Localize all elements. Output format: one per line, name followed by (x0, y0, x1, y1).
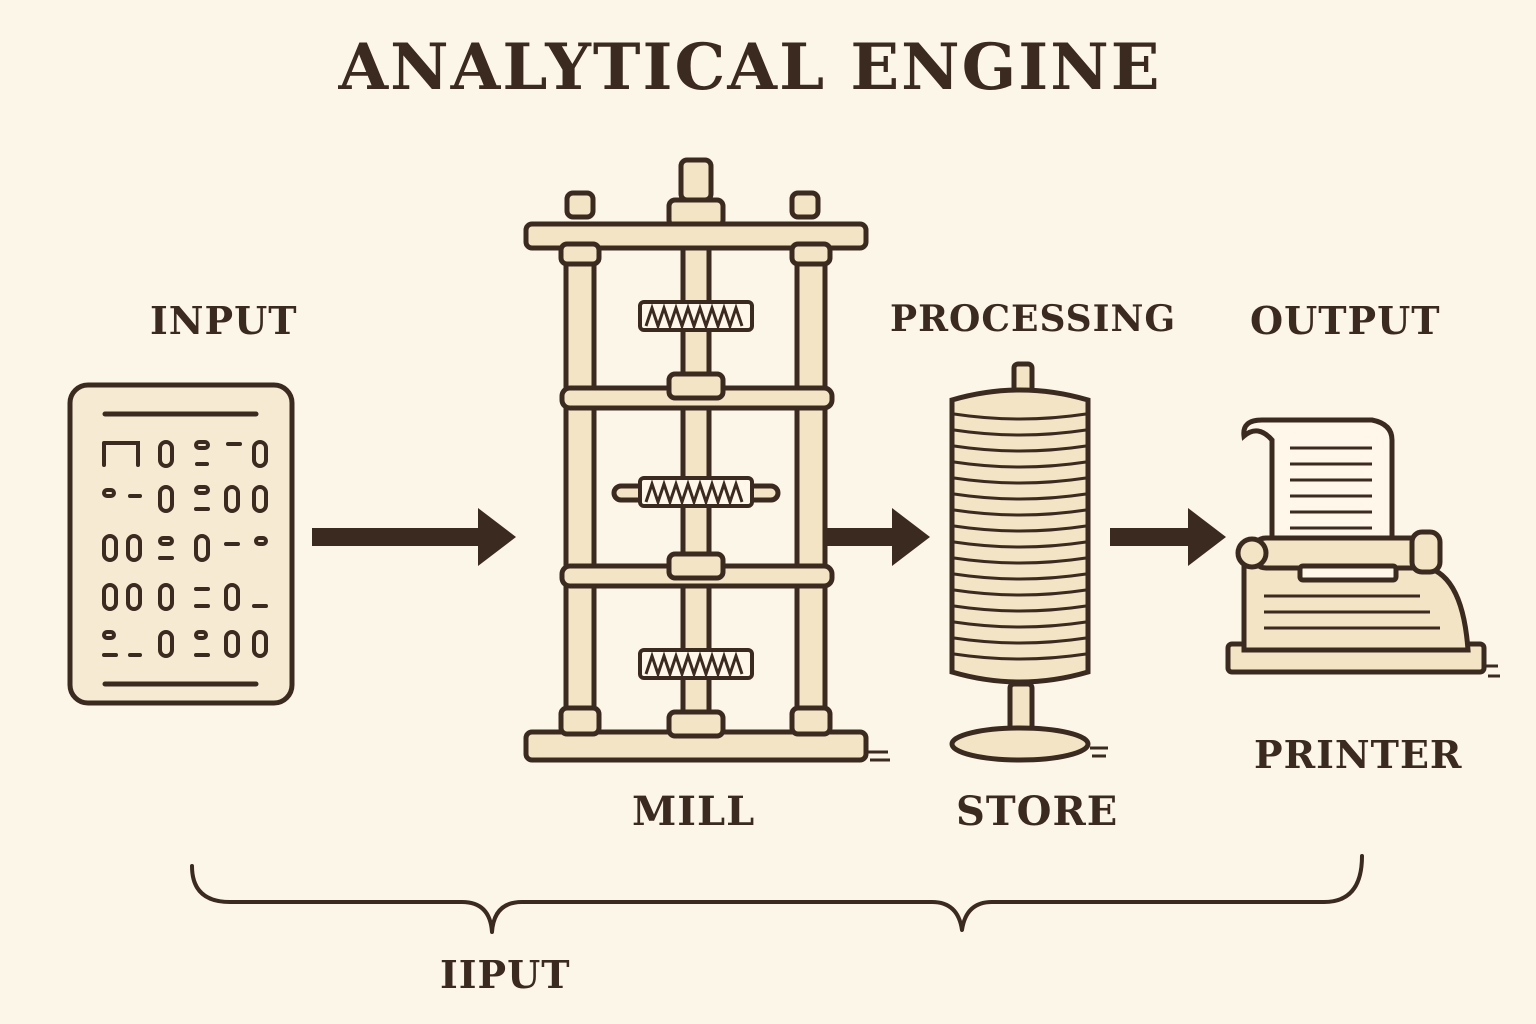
printer-label: PRINTER (1254, 732, 1463, 777)
punch-card-icon (67, 382, 295, 706)
processing-label: PROCESSING (890, 298, 1177, 340)
printer-icon (1225, 417, 1500, 678)
bracket-label: IIPUT (440, 952, 571, 997)
diagram-title: ANALYTICAL ENGINE (338, 30, 1162, 105)
mill-gear-column-icon (523, 157, 890, 763)
store-disc-stack-icon (949, 361, 1108, 763)
mill-label: MILL (632, 788, 756, 835)
arrow-right-icon (1110, 508, 1226, 566)
arrow-right-icon (312, 508, 516, 566)
arrow-right-icon (826, 508, 930, 566)
curly-brace-icon (190, 854, 1364, 934)
output-label: OUTPUT (1250, 298, 1441, 343)
store-label: STORE (956, 788, 1119, 835)
input-label: INPUT (150, 298, 298, 343)
